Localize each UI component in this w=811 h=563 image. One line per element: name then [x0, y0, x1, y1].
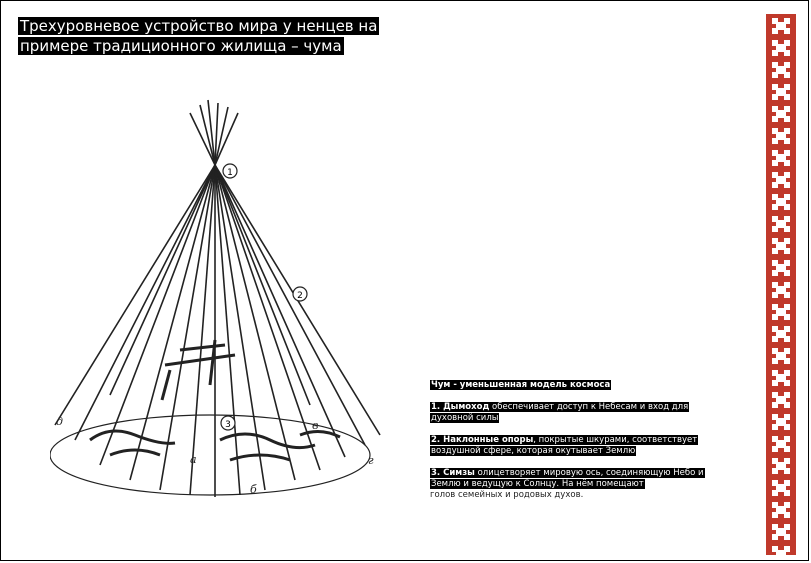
item3-tail: голов семейных и родовых духов.	[430, 490, 583, 500]
slide-title: Трехуровневое устройство мира у ненцев н…	[18, 16, 416, 56]
marker-3: 3	[221, 416, 235, 430]
svg-text:3: 3	[225, 420, 231, 430]
marker-2: 2	[293, 287, 307, 301]
ground-letter-v: в	[312, 419, 318, 432]
marker-1: 1	[223, 164, 237, 178]
ground-letter-a: а	[190, 453, 197, 466]
chum-drawing: 1 2 3 а б в г д	[50, 95, 410, 515]
caption-heading: Чум - уменьшенная модель космоса	[431, 380, 610, 390]
caption-block: Чум - уменьшенная модель космоса 1. Дымо…	[430, 380, 730, 512]
item2-term: 2. Наклонные опоры	[431, 435, 533, 445]
tent-poles	[55, 100, 380, 497]
ground-floor	[50, 415, 370, 495]
ground-letter-g: г	[368, 454, 374, 467]
ornament-border	[766, 14, 796, 555]
svg-text:2: 2	[297, 291, 303, 301]
ground-letter-b: б	[250, 483, 257, 496]
item3-term: 3. Симзы	[431, 468, 475, 478]
svg-text:1: 1	[227, 168, 233, 178]
ground-letter-d: д	[56, 415, 63, 428]
item1-term: 1. Дымоход	[431, 402, 489, 412]
